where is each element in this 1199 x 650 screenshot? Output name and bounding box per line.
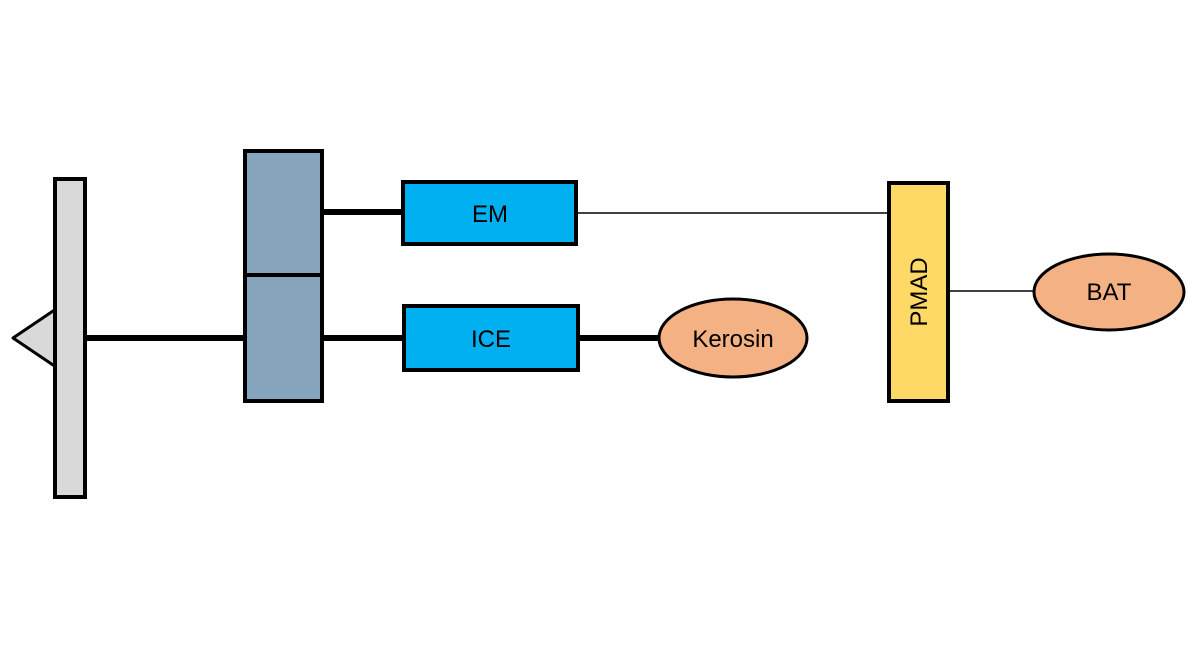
ice-label: ICE [471, 326, 511, 353]
bat-label: BAT [1087, 279, 1132, 306]
ice-node: ICE [402, 304, 580, 372]
kerosin-node: Kerosin [657, 297, 809, 379]
gearbox [243, 149, 324, 403]
gearbox-lower [243, 273, 324, 403]
propeller-hub-icon [11, 307, 58, 369]
em-box [401, 180, 578, 246]
em-label: EM [472, 201, 508, 228]
kerosin-ellipse [657, 297, 809, 379]
ice-box [402, 304, 580, 372]
pmad-box [887, 181, 950, 403]
propeller [11, 177, 87, 499]
bat-ellipse [1032, 252, 1186, 332]
propeller-blade [53, 177, 87, 499]
connections [86, 209, 1034, 341]
pmad-label: PMAD [906, 257, 933, 326]
pmad-node: PMAD [887, 181, 950, 403]
bat-node: BAT [1032, 252, 1186, 332]
em-node: EM [401, 180, 578, 246]
gearbox-upper [243, 149, 324, 277]
kerosin-label: Kerosin [692, 326, 773, 353]
